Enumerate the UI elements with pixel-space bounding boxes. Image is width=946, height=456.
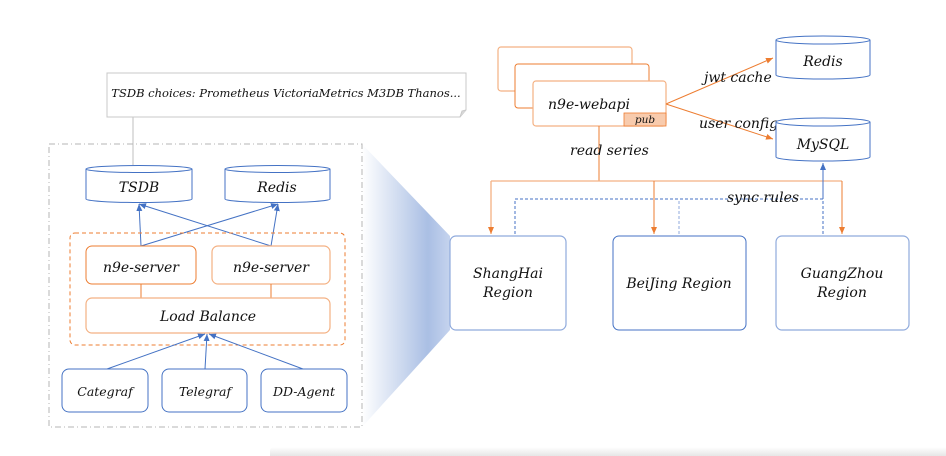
svg-text:GuangZhou: GuangZhou bbox=[801, 266, 884, 282]
user-configs-label: user configs bbox=[699, 116, 785, 132]
n9e-webapi-label: n9e-webapi bbox=[548, 97, 630, 113]
svg-text:DD-Agent: DD-Agent bbox=[272, 384, 336, 399]
note-text: TSDB choices: Prometheus VictoriaMetrics… bbox=[111, 86, 460, 100]
agent-dd-agent: DD-Agent bbox=[260, 368, 348, 413]
redis-label: Redis bbox=[802, 54, 842, 70]
server-storage-arrows bbox=[136, 203, 280, 247]
agent-categraf: Categraf bbox=[61, 368, 149, 413]
svg-text:Region: Region bbox=[482, 285, 533, 301]
jwt-cache-label: jwt cache bbox=[701, 70, 772, 86]
server-group-frame bbox=[69, 232, 346, 346]
n9e-server-2: n9e-server bbox=[211, 245, 331, 285]
region-shanghai: ShangHai Region bbox=[449, 235, 567, 331]
redis-cylinder-cluster: Redis bbox=[224, 165, 331, 204]
bottom-shadow-bar bbox=[270, 447, 946, 456]
tsdb-label: TSDB bbox=[119, 180, 159, 196]
tsdb-cylinder: TSDB bbox=[85, 165, 193, 203]
svg-text:Region: Region bbox=[816, 285, 867, 301]
svg-text:n9e-server: n9e-server bbox=[233, 260, 310, 276]
tsdb-note: TSDB choices: Prometheus VictoriaMetrics… bbox=[106, 72, 467, 165]
pub-badge bbox=[623, 112, 667, 127]
svg-text:n9e-server: n9e-server bbox=[103, 260, 180, 276]
mysql-cylinder: MySQL bbox=[775, 117, 871, 162]
svg-text:Load Balance: Load Balance bbox=[159, 309, 256, 325]
redis-cylinder: Redis bbox=[775, 35, 871, 80]
mysql-label: MySQL bbox=[796, 137, 850, 153]
read-series-label: read series bbox=[570, 143, 649, 159]
pub-badge-label: pub bbox=[635, 114, 655, 126]
agent-arrows bbox=[106, 333, 304, 370]
svg-text:BeiJing Region: BeiJing Region bbox=[625, 276, 731, 292]
n9e-server-1: n9e-server bbox=[85, 245, 197, 285]
agent-telegraf: Telegraf bbox=[161, 368, 248, 413]
redis-label-cluster: Redis bbox=[256, 180, 296, 196]
svg-text:Telegraf: Telegraf bbox=[179, 384, 234, 399]
read-series-connectors bbox=[488, 126, 845, 234]
region-beijing: BeiJing Region bbox=[612, 235, 747, 331]
sync-rules-connectors bbox=[514, 163, 826, 234]
svg-text:Categraf: Categraf bbox=[77, 384, 135, 399]
cluster-frame bbox=[48, 143, 363, 428]
svg-text:ShangHai: ShangHai bbox=[473, 266, 543, 282]
region-guangzhou: GuangZhou Region bbox=[775, 235, 910, 331]
load-balancer: Load Balance bbox=[85, 297, 331, 334]
n9e-webapi-stack: n9e-webapi pub bbox=[497, 46, 667, 127]
sync-rules-label: sync rules bbox=[727, 190, 799, 206]
zoom-wedge bbox=[362, 144, 450, 427]
